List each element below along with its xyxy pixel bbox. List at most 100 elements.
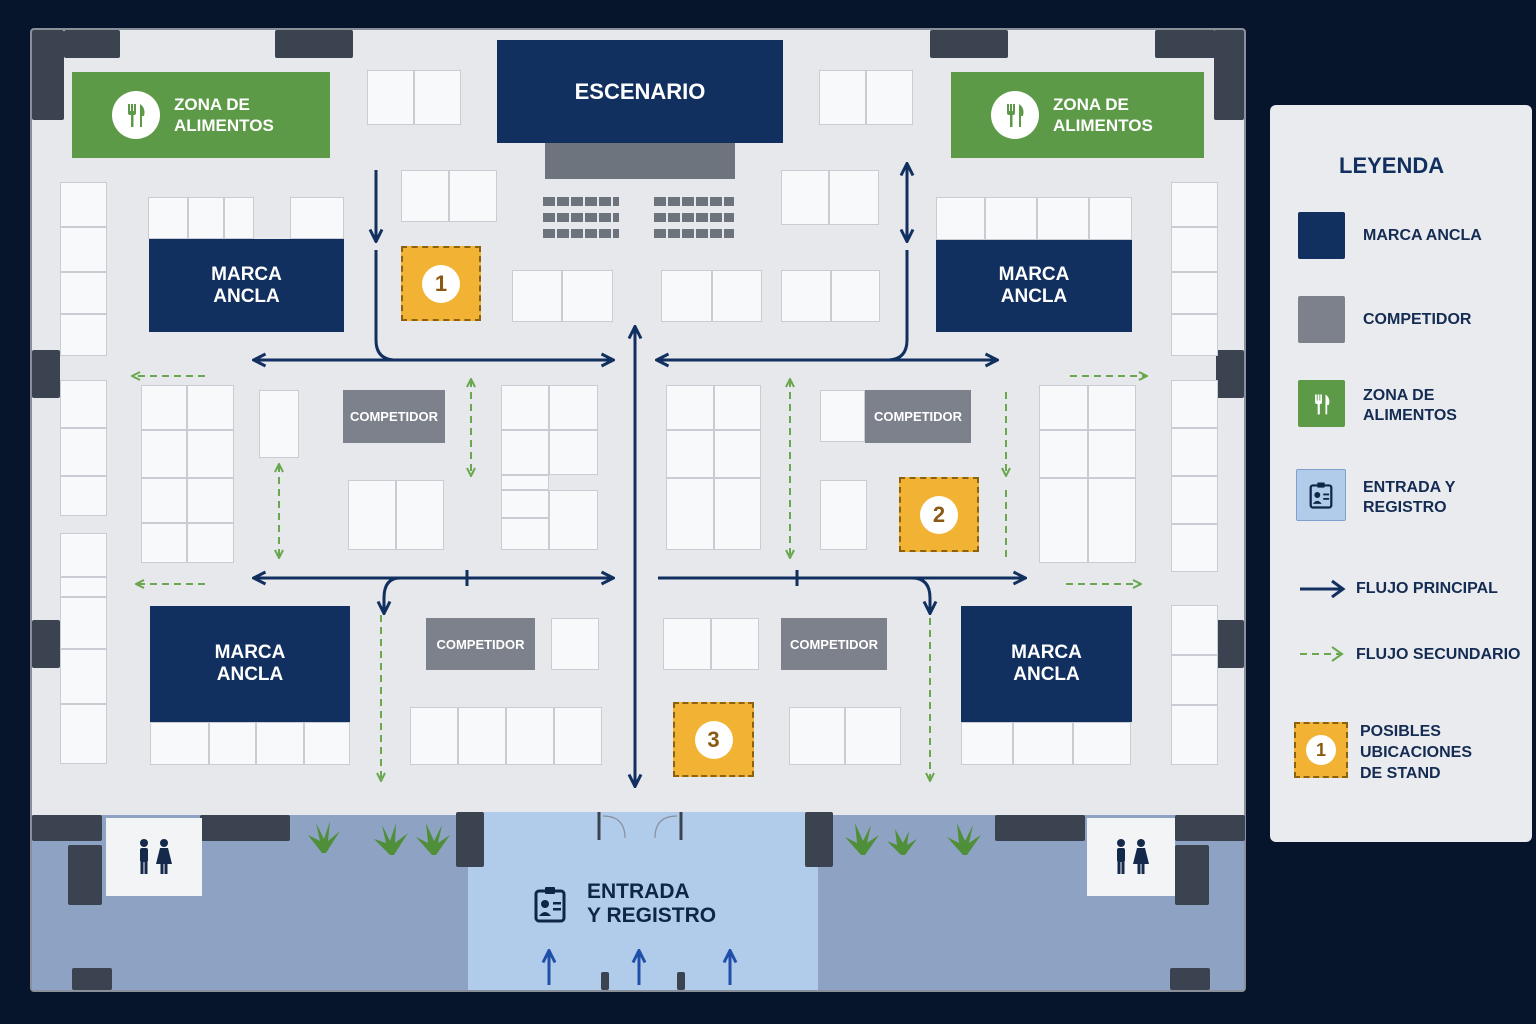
booth[interactable] — [410, 707, 458, 765]
booth[interactable] — [1037, 197, 1089, 240]
booth[interactable] — [551, 618, 599, 670]
booth[interactable] — [304, 722, 350, 765]
booth[interactable] — [501, 385, 549, 430]
booth[interactable] — [819, 70, 866, 125]
booth[interactable] — [60, 314, 107, 356]
booth[interactable] — [714, 478, 761, 550]
food-zone-right[interactable]: ZONA DE ALIMENTOS — [951, 72, 1204, 158]
booth[interactable] — [60, 227, 107, 272]
booth[interactable] — [711, 618, 759, 670]
booth[interactable] — [367, 70, 414, 125]
booth[interactable] — [60, 533, 107, 577]
booth[interactable] — [187, 385, 234, 430]
stand-location-1[interactable]: 1 — [401, 246, 481, 321]
booth[interactable] — [60, 704, 107, 764]
booth[interactable] — [224, 197, 254, 239]
booth[interactable] — [60, 272, 107, 314]
booth[interactable] — [1171, 314, 1218, 356]
booth[interactable] — [501, 518, 549, 550]
booth[interactable] — [1171, 428, 1218, 476]
booth[interactable] — [1088, 478, 1136, 563]
booth[interactable] — [150, 722, 209, 765]
booth[interactable] — [1013, 722, 1073, 765]
booth[interactable] — [549, 430, 598, 475]
booth[interactable] — [414, 70, 461, 125]
booth[interactable] — [1039, 385, 1088, 430]
booth[interactable] — [666, 385, 714, 430]
booth[interactable] — [1171, 524, 1218, 572]
restroom[interactable] — [106, 818, 202, 896]
booth[interactable] — [60, 380, 107, 428]
booth[interactable] — [1171, 272, 1218, 314]
booth[interactable] — [554, 707, 602, 765]
booth[interactable] — [666, 478, 714, 550]
booth[interactable] — [141, 523, 187, 563]
stand-location-2[interactable]: 2 — [899, 477, 979, 552]
booth[interactable] — [1171, 476, 1218, 524]
booth[interactable] — [829, 170, 879, 225]
booth[interactable] — [714, 430, 761, 478]
competitor-booth[interactable]: COMPETIDOR — [865, 390, 971, 443]
booth[interactable] — [501, 475, 549, 490]
booth[interactable] — [866, 70, 913, 125]
booth[interactable] — [1171, 380, 1218, 428]
restroom[interactable] — [1087, 818, 1175, 896]
anchor-brand-booth[interactable]: MARCA ANCLA — [961, 606, 1132, 722]
booth[interactable] — [501, 490, 549, 518]
booth[interactable] — [1171, 182, 1218, 227]
booth[interactable] — [60, 182, 107, 227]
booth[interactable] — [936, 197, 985, 240]
booth[interactable] — [1039, 430, 1088, 478]
food-zone-left[interactable]: ZONA DE ALIMENTOS — [72, 72, 330, 158]
booth[interactable] — [141, 478, 187, 523]
booth[interactable] — [187, 523, 234, 563]
booth[interactable] — [714, 385, 761, 430]
booth[interactable] — [60, 649, 107, 704]
booth[interactable] — [1088, 430, 1136, 478]
booth[interactable] — [831, 270, 880, 322]
booth[interactable] — [666, 430, 714, 478]
booth[interactable] — [60, 577, 107, 597]
booth[interactable] — [985, 197, 1037, 240]
stage[interactable]: ESCENARIO — [497, 40, 783, 143]
booth[interactable] — [188, 197, 224, 239]
booth[interactable] — [187, 478, 234, 523]
booth[interactable] — [781, 270, 831, 322]
booth[interactable] — [501, 430, 549, 475]
booth[interactable] — [712, 270, 762, 322]
booth[interactable] — [562, 270, 613, 322]
anchor-brand-booth[interactable]: MARCA ANCLA — [149, 239, 344, 332]
booth[interactable] — [1039, 478, 1088, 563]
booth[interactable] — [401, 170, 449, 222]
booth[interactable] — [60, 428, 107, 476]
booth[interactable] — [60, 597, 107, 649]
booth[interactable] — [820, 480, 867, 550]
booth[interactable] — [549, 490, 598, 550]
booth[interactable] — [396, 480, 444, 550]
booth[interactable] — [789, 707, 845, 765]
booth[interactable] — [449, 170, 497, 222]
booth[interactable] — [187, 430, 234, 478]
booth[interactable] — [141, 385, 187, 430]
booth[interactable] — [512, 270, 562, 322]
booth[interactable] — [1171, 655, 1218, 705]
booth[interactable] — [820, 390, 865, 442]
stand-location-3[interactable]: 3 — [673, 702, 754, 777]
booth[interactable] — [1171, 705, 1218, 765]
booth[interactable] — [458, 707, 506, 765]
booth[interactable] — [209, 722, 256, 765]
booth[interactable] — [141, 430, 187, 478]
booth[interactable] — [259, 390, 299, 458]
booth[interactable] — [348, 480, 396, 550]
competitor-booth[interactable]: COMPETIDOR — [781, 618, 887, 670]
booth[interactable] — [290, 197, 344, 239]
anchor-brand-booth[interactable]: MARCA ANCLA — [936, 240, 1132, 332]
booth[interactable] — [549, 385, 598, 430]
competitor-booth[interactable]: COMPETIDOR — [343, 390, 445, 443]
anchor-brand-booth[interactable]: MARCA ANCLA — [150, 606, 350, 722]
booth[interactable] — [781, 170, 829, 225]
competitor-booth[interactable]: COMPETIDOR — [426, 618, 535, 670]
booth[interactable] — [1171, 227, 1218, 272]
booth[interactable] — [148, 197, 188, 239]
booth[interactable] — [1089, 197, 1132, 240]
